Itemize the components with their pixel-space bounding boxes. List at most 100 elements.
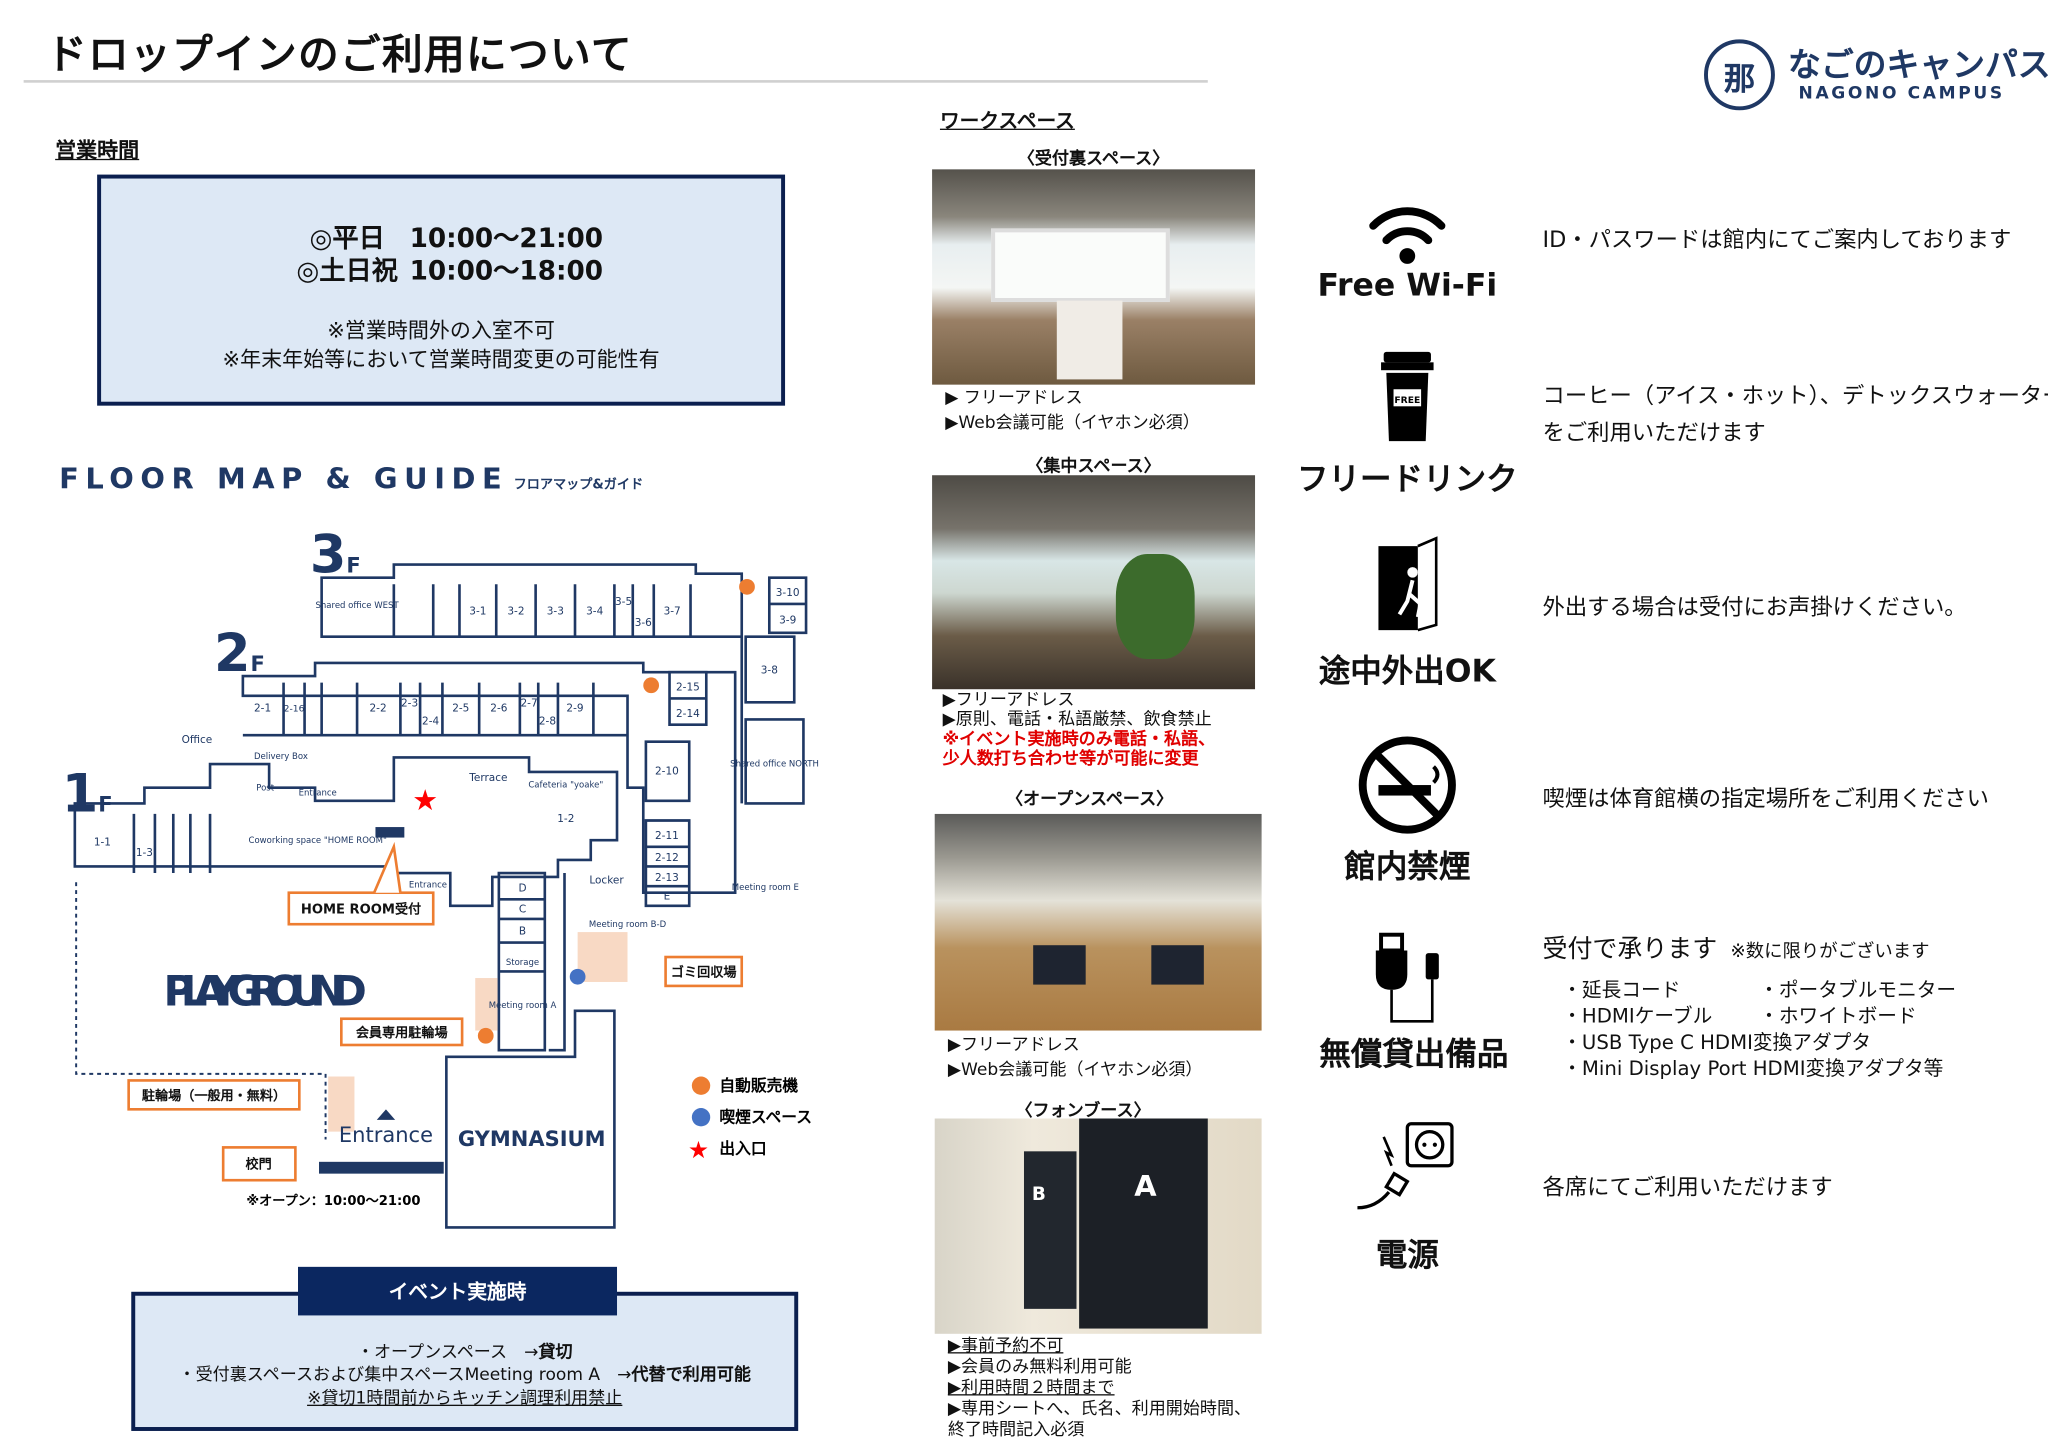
public-bike-parking-area — [328, 1076, 355, 1132]
event-note-red: ※イベント実施時のみ電話・私語、 — [942, 729, 1216, 750]
reception-counter — [375, 827, 405, 838]
service-text-line: をご利用いただけます — [1542, 420, 1766, 447]
hours-heading: 営業時間 — [55, 137, 140, 163]
service-label-drink: フリードリンク — [1297, 460, 1518, 498]
workspace-heading: ワークスペース — [939, 108, 1075, 133]
room-label: 2-2 — [370, 703, 387, 715]
bullet: ▶専用シートへ、氏名、利用開始時間、 — [947, 1399, 1252, 1420]
room-label: Storage — [506, 958, 539, 968]
floor-label-3f: 3F — [310, 524, 361, 585]
room-label: 2-5 — [452, 703, 469, 715]
rental-item: ・延長コード — [1562, 978, 1681, 1002]
exit-door-icon — [1378, 536, 1438, 632]
service-text-wifi: ID・パスワードは館内にてご案内しております — [1542, 227, 2012, 254]
photo-focus-space — [932, 475, 1256, 690]
gate-hours-note: ※オープン：10:00〜21:00 — [246, 1193, 420, 1209]
legend-label: 出入口 — [719, 1139, 766, 1158]
room-label: Post — [256, 783, 274, 793]
room-label: Entrance — [299, 789, 337, 799]
callout-public-bike-parking: 駐輪場（一般用・無料） — [142, 1087, 286, 1104]
callout-box — [287, 891, 435, 926]
vending-machine-marker — [739, 578, 755, 595]
logo-text-jp: なごのキャンパス — [1788, 45, 2048, 85]
photo-chair — [1151, 945, 1204, 985]
event-line-text: ・オープンスペース → — [356, 1342, 539, 1363]
room-label: D — [518, 882, 526, 894]
room-label: Entrance — [409, 880, 447, 890]
room-label: 3-4 — [586, 605, 603, 617]
room-label: 2-9 — [566, 703, 583, 715]
bullet: ▶フリーアドレス — [942, 690, 1075, 711]
service-text-line: 受付で承ります — [1542, 934, 1718, 964]
cable-icon — [1375, 932, 1439, 1023]
logo-text-en: NAGONO CAMPUS — [1798, 84, 2005, 104]
room-label: 2-4 — [422, 716, 439, 728]
room-label: Shared office WEST — [315, 601, 399, 611]
room-label: 1-2 — [557, 813, 574, 825]
bullet: ▶Web会議可能（イヤホン必須） — [945, 413, 1200, 434]
legend-label: 自動販売機 — [719, 1076, 798, 1095]
bullet: ▶フリーアドレス — [947, 1035, 1080, 1056]
room-label: Meeting room B-D — [589, 920, 667, 930]
photo-plant — [1115, 554, 1195, 660]
space-caption: 〈オープンスペース〉 — [1005, 790, 1174, 810]
room-label: 3-7 — [664, 605, 681, 617]
room-label: B — [519, 926, 526, 938]
booth-b: B — [1023, 1151, 1077, 1309]
page-title: ドロップインのご利用について — [45, 31, 633, 79]
bullet: ▶Web会議可能（イヤホン必須） — [947, 1060, 1203, 1081]
callout-box — [664, 955, 744, 988]
room-label: 1-1 — [94, 836, 111, 848]
room-label: 2-14 — [676, 708, 700, 720]
service-text-rental: 受付で承ります ※数に限りがございます — [1543, 929, 1930, 964]
service-text-drink: コーヒー（アイス・ホット）、デトックスウォーター をご利用いただけます — [1543, 378, 2048, 452]
service-text-power: 各席にてご利用いただけます — [1542, 1174, 1833, 1202]
room-label: 3-6 — [635, 617, 652, 629]
hours-time: 10:00〜18:00 — [409, 254, 604, 287]
photo-table — [1056, 300, 1123, 380]
bullet: ▶会員のみ無料利用可能 — [947, 1357, 1132, 1378]
floor-map-subtitle: フロアマップ&ガイド — [513, 477, 644, 493]
legend-smoking-icon — [691, 1108, 711, 1127]
service-label-rental: 無償貸出備品 — [1319, 1035, 1509, 1073]
room-label: 3-3 — [547, 605, 564, 617]
service-text-no-smoking: 喫煙は体育館横の指定場所をご利用ください — [1542, 786, 1989, 813]
event-line-bold: 代替で利用可能 — [631, 1365, 751, 1386]
photo-window — [991, 228, 1170, 302]
space-bullets: ▶フリーアドレス ▶原則、電話・私語厳禁、飲食禁止 ※イベント実施時のみ電話・私… — [943, 691, 1216, 770]
callout-garbage: ゴミ回収場 — [671, 964, 737, 981]
garbage-area — [577, 932, 628, 982]
legend-label: 喫煙スペース — [719, 1107, 812, 1126]
no-smoking-icon — [1358, 736, 1456, 834]
bullet: ▶利用時間２時間まで — [947, 1378, 1115, 1399]
cup-icon: FREE — [1381, 351, 1434, 442]
exit-marker-star-icon: ★ — [412, 783, 438, 817]
room-label: 3-1 — [469, 605, 486, 617]
room-label: 3-5 — [615, 596, 632, 608]
room-label: 2-15 — [676, 682, 700, 694]
service-label-no-smoking: 館内禁煙 — [1344, 848, 1471, 885]
title-divider — [23, 80, 1208, 83]
room-label: 3-10 — [776, 587, 800, 599]
room-label: 2-3 — [401, 697, 418, 709]
callout-member-bike-parking: 会員専用駐輪場 — [356, 1024, 448, 1041]
hours-day: ◎平日 — [309, 221, 385, 254]
service-label-outing: 途中外出OK — [1318, 652, 1496, 690]
room-label: 2-10 — [655, 766, 679, 778]
room-label: Meeting room A — [489, 1001, 557, 1011]
room-label: 3-2 — [507, 605, 524, 617]
entrance-label: Entrance — [339, 1123, 433, 1147]
room-label: Office — [182, 734, 213, 746]
rental-items-list: ・延長コード・ポータブルモニター ・HDMIケーブル・ホワイトボード ・USB … — [1562, 977, 2035, 1082]
room-label: Coworking space "HOME ROOM" — [249, 836, 387, 846]
room-label: C — [519, 903, 526, 915]
space-bullets: ▶フリーアドレス ▶Web会議可能（イヤホン必須） — [948, 1036, 1203, 1082]
event-line: ・受付裏スペースおよび集中スペースMeeting room A →代替で利用可能 — [135, 1360, 794, 1385]
legend-vending-icon — [691, 1076, 711, 1095]
entrance-arrow-icon — [376, 1109, 396, 1120]
service-text-line: コーヒー（アイス・ホット）、デトックスウォーター — [1542, 383, 2048, 410]
